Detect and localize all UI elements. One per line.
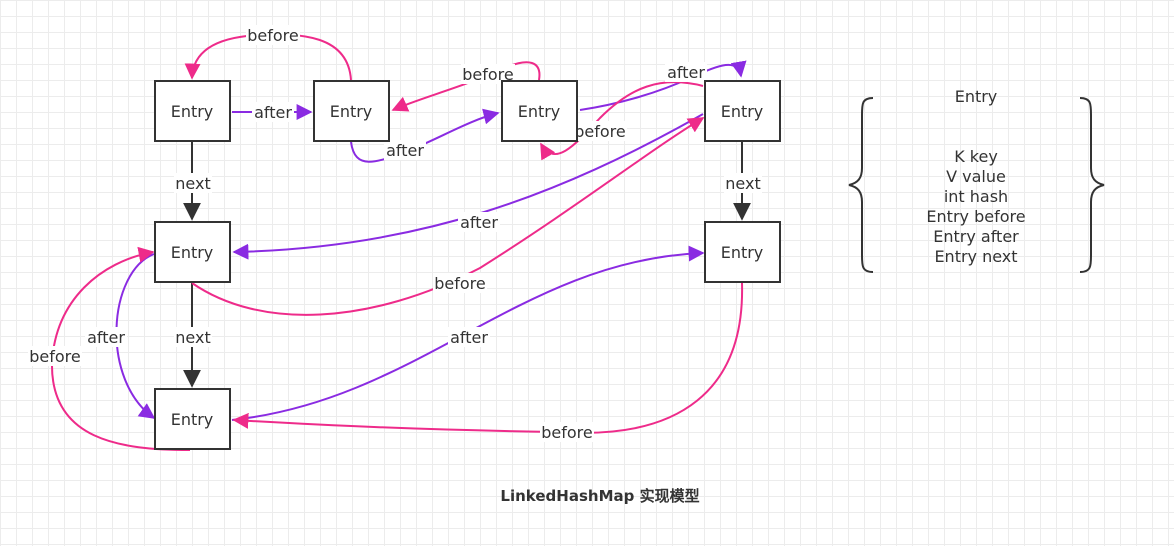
edge-labels: after before after before after before a… [28, 25, 762, 442]
diagram-caption: LinkedHashMap 实现模型 [500, 487, 699, 505]
svg-text:before: before [29, 347, 81, 366]
edge-label-n5-n4-before: before [433, 273, 487, 293]
svg-text:before: before [462, 65, 514, 84]
edge-label-n2-n3-after: after [384, 140, 426, 160]
entry-node-1: Entry [154, 80, 231, 142]
edge-label-n4-n5-after: after [458, 212, 500, 232]
entry-node-3: Entry [501, 80, 578, 142]
entry-struct-legend: Entry K key V value int hash Entry befor… [848, 87, 1105, 273]
svg-text:next: next [175, 328, 210, 347]
entry-field-5: Entry next [934, 247, 1017, 266]
entry-struct-title: Entry [955, 87, 998, 106]
svg-text:Entry: Entry [721, 102, 764, 121]
edge-label-n2-n1-before: before [246, 25, 300, 45]
edge-label-n3-n4-after: after [665, 62, 707, 82]
svg-text:Entry: Entry [171, 243, 214, 262]
svg-text:Entry: Entry [518, 102, 561, 121]
entry-field-3: Entry before [926, 207, 1025, 226]
svg-text:before: before [574, 122, 626, 141]
entry-node-4: Entry [704, 80, 781, 142]
entry-node-7: Entry [704, 221, 781, 283]
entry-field-0: K key [954, 147, 998, 166]
right-brace [1079, 97, 1105, 273]
edge-label-n5-n6-next: next [174, 327, 212, 347]
svg-text:after: after [254, 103, 292, 122]
left-brace [848, 97, 874, 273]
svg-text:before: before [541, 423, 593, 442]
nodes: Entry Entry Entry Entry Entry Entry Entr… [154, 80, 781, 450]
svg-text:Entry: Entry [171, 410, 214, 429]
svg-text:before: before [434, 274, 486, 293]
svg-text:after: after [450, 328, 488, 347]
edge-label-n1-n2-after: after [252, 102, 294, 122]
next-edges [183, 142, 751, 388]
svg-text:Entry: Entry [171, 102, 214, 121]
entry-node-6: Entry [154, 388, 231, 450]
edge-label-n1-n5-next: next [174, 173, 212, 193]
edge-label-n6-n5-before: before [28, 346, 82, 366]
edge-label-n7-n6-before: before [540, 422, 594, 442]
edge-label-n6-n7-after: after [448, 327, 490, 347]
svg-text:next: next [725, 174, 760, 193]
edge-label-n5-n6-after: after [85, 327, 127, 347]
edge-n7-n6-before [232, 282, 744, 434]
entry-field-4: Entry after [933, 227, 1019, 246]
svg-text:after: after [386, 141, 424, 160]
svg-text:Entry: Entry [721, 243, 764, 262]
edge-n4-n3-before [540, 81, 704, 161]
edge-label-n4-n7-next: next [724, 173, 762, 193]
entry-node-5: Entry [154, 221, 231, 283]
entry-field-1: V value [946, 167, 1006, 186]
svg-text:Entry: Entry [330, 102, 373, 121]
edge-n5-n4-before [191, 117, 705, 316]
entry-field-2: int hash [944, 187, 1008, 206]
entry-node-2: Entry [313, 80, 390, 142]
svg-text:after: after [87, 328, 125, 347]
svg-text:after: after [667, 63, 705, 82]
svg-text:after: after [460, 213, 498, 232]
svg-text:before: before [247, 26, 299, 45]
edge-label-n3-n2-before: before [461, 64, 515, 84]
svg-text:next: next [175, 174, 210, 193]
edge-label-n4-n3-before: before [573, 121, 627, 141]
edge-n4-n5-after [232, 113, 704, 260]
